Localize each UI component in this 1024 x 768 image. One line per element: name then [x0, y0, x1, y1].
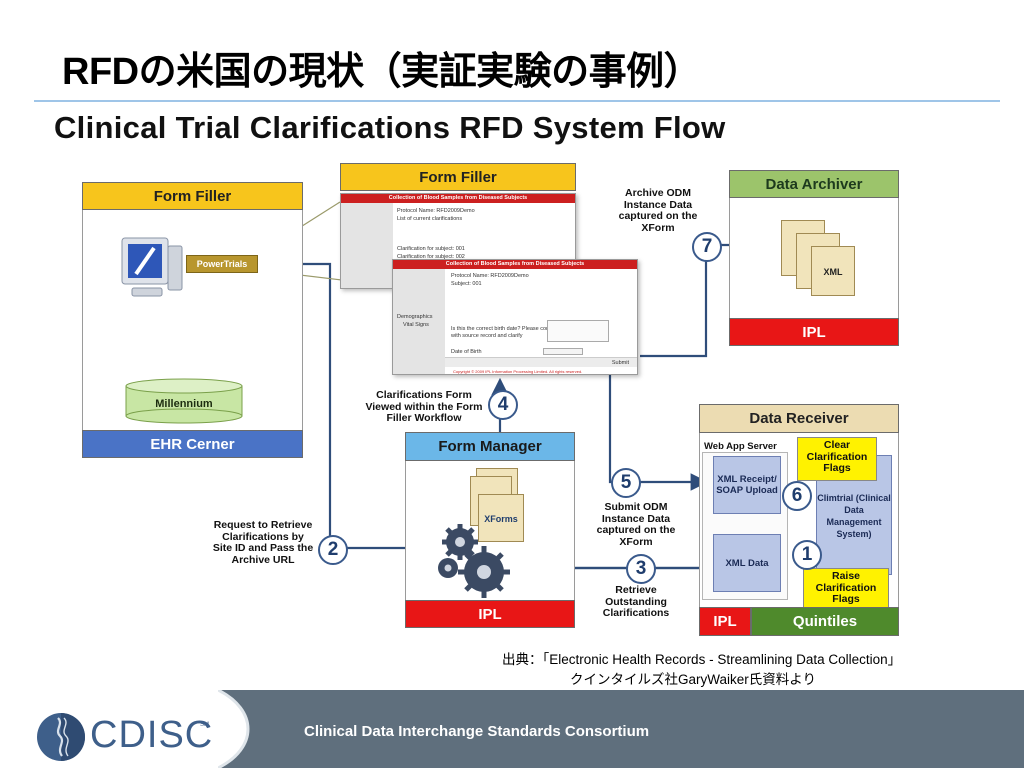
form-manager-header: Form Manager: [405, 432, 575, 461]
screen-line: List of current clarifications: [397, 216, 463, 222]
screen-line: with source record and clarify: [451, 333, 523, 339]
xml-receipt-box: XML Receipt/ SOAP Upload: [713, 456, 781, 514]
step-5-label: Submit ODM Instance Data captured on the…: [596, 501, 676, 548]
cdisc-logo-icon: [36, 712, 86, 762]
step-1-badge: 1: [792, 540, 822, 570]
screen-sidebar: [341, 203, 393, 288]
step-4-label: Clarifications Form Viewed within the Fo…: [365, 389, 483, 424]
screen-line: Is this the correct birth date? Please c…: [451, 326, 559, 332]
screen-line: Date of Birth: [451, 349, 482, 355]
data-receiver-header: Data Receiver: [699, 404, 899, 433]
screen-line: Vital Signs: [403, 322, 429, 328]
consortium-name: Clinical Data Interchange Standards Cons…: [304, 723, 650, 740]
step-3-label: Retrieve Outstanding Clarifications: [602, 584, 670, 619]
cdisc-service-mark: SM: [200, 722, 209, 728]
step-7-label: Archive ODM Instance Data captured on th…: [618, 187, 698, 234]
flow-line-5: [608, 372, 709, 491]
xml-data-box: XML Data: [713, 534, 781, 592]
step-5-badge: 5: [611, 468, 641, 498]
screen-line: Clarification for subject: 001: [397, 246, 465, 252]
step-3-badge: 3: [626, 554, 656, 584]
source-line-1: 出典：「Electronic Health Records - Streamli…: [502, 652, 902, 667]
millennium-database: Millennium: [125, 378, 243, 424]
cdisc-logo-text: CDISC: [90, 714, 214, 756]
web-app-server-label: Web App Server: [704, 441, 777, 452]
data-receiver-footer-ipl: IPL: [699, 607, 751, 636]
footer-band: [250, 690, 1024, 768]
footer-curve: [218, 690, 278, 768]
millennium-label: Millennium: [155, 398, 213, 410]
step-2-badge: 2: [318, 535, 348, 565]
form-filler-left-header: Form Filler: [82, 182, 303, 210]
step-4-badge: 4: [488, 390, 518, 420]
form-manager-footer: IPL: [405, 600, 575, 628]
step-7-badge: 7: [692, 232, 722, 262]
screen-line: Subject: 001: [451, 281, 482, 287]
step-2-label: Request to Retrieve Clarifications by Si…: [212, 519, 314, 566]
xforms-doc-front: XForms: [478, 494, 524, 542]
birth-date-select[interactable]: [543, 348, 583, 355]
submit-button[interactable]: Submit: [611, 360, 629, 366]
xml-doc-front: XML: [811, 246, 855, 296]
screen-sidebar: [393, 269, 445, 374]
clarification-form-screen: Collection of Blood Samples from Disease…: [392, 259, 638, 375]
computer-icon: [118, 234, 186, 302]
form-filler-top-header: Form Filler: [340, 163, 576, 191]
data-archiver-footer: IPL: [729, 318, 899, 346]
data-receiver-footer-quintiles: Quintiles: [751, 607, 899, 636]
clear-flags-note: Clear Clarification Flags: [797, 437, 877, 481]
flow-title: Clinical Trial Clarifications RFD System…: [54, 110, 726, 145]
screen-title-bar: Collection of Blood Samples from Disease…: [341, 194, 575, 203]
raise-flags-note: Raise Clarification Flags: [803, 568, 889, 608]
screen-copyright: Copyright © 2009 IPL Information Process…: [453, 369, 583, 374]
ehr-cerner-footer: EHR Cerner: [82, 430, 303, 458]
submit-bar: Submit: [445, 357, 637, 367]
title-divider: [34, 100, 1000, 102]
screen-line: Demographics: [397, 314, 433, 320]
screen-line: Clarification for subject: 002: [397, 254, 465, 260]
source-line-2: クインタイルズ社GaryWaiker氏資料より: [570, 672, 816, 687]
gears-icon: [432, 516, 524, 598]
powertrials-app: PowerTrials: [186, 255, 258, 273]
screen-title-bar: Collection of Blood Samples from Disease…: [393, 260, 637, 269]
clarification-textarea[interactable]: [547, 320, 609, 342]
screen-line: Protocol Name: RFD2009Demo: [451, 273, 529, 279]
slide-title: RFDの米国の現状（実証実験の事例）: [62, 51, 702, 93]
data-archiver-header: Data Archiver: [729, 170, 899, 198]
step-6-badge: 6: [782, 481, 812, 511]
screen-line: Protocol Name: RFD2009Demo: [397, 208, 475, 214]
